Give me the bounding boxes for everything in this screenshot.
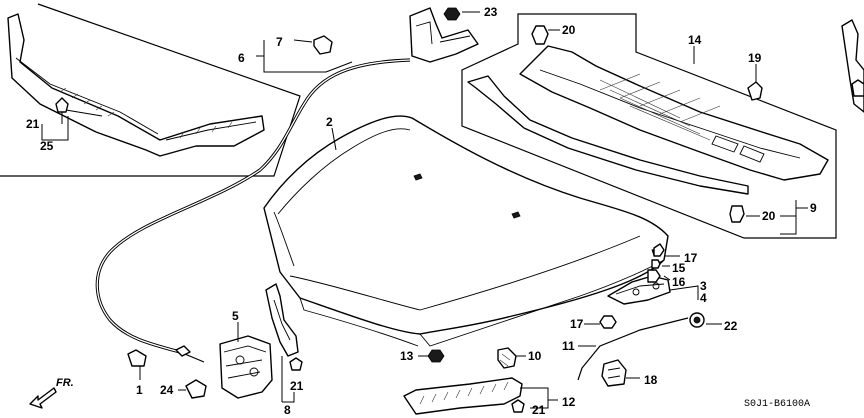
cowl-top-cover	[519, 45, 829, 181]
callout-11: 11	[562, 339, 575, 353]
callout-10: 10	[528, 349, 542, 363]
front-arrow-icon	[29, 387, 57, 409]
callout-18: 18	[644, 373, 658, 387]
hood-release-cable	[95, 7, 480, 363]
callout-12: 12	[562, 395, 576, 409]
callout-13: 13	[400, 349, 414, 363]
lower-trim-12	[403, 377, 558, 415]
clip-20-bottom	[729, 205, 745, 223]
callout-15: 15	[672, 261, 686, 275]
callout-17-lower: 17	[570, 317, 584, 331]
callout-9: 9	[810, 201, 817, 215]
callout-21-rod: 21	[290, 379, 304, 393]
callout-23: 23	[484, 5, 498, 19]
callout-24: 24	[160, 383, 174, 397]
support-rod-11	[577, 312, 722, 387]
cable-clip-7	[313, 35, 333, 55]
callout-20-bottom: 20	[762, 209, 776, 223]
cable-handle-bracket	[409, 7, 479, 63]
right-inset-group	[461, 13, 837, 239]
callout-7: 7	[276, 35, 283, 49]
right-side-trim-partial	[841, 19, 864, 113]
right-edge-clip	[851, 79, 864, 97]
clip-1	[127, 349, 147, 367]
cowl-side-trim-strip	[7, 13, 265, 157]
hood-panel	[263, 115, 669, 347]
clip-21-rod	[289, 357, 303, 371]
callout-6: 6	[238, 51, 245, 65]
callout-5: 5	[232, 309, 239, 323]
bolt-17-lower	[599, 315, 617, 329]
callout-1: 1	[136, 383, 143, 397]
front-direction-label: FR.	[56, 377, 74, 389]
bolt-24	[185, 379, 207, 399]
hinge-bolt-16	[647, 269, 661, 283]
clip-19	[747, 81, 763, 101]
hood-latch	[219, 322, 273, 399]
holder-18	[601, 359, 627, 387]
callout-25: 25	[40, 139, 54, 153]
diagram-code: S0J1-B6100A	[744, 399, 810, 410]
callout-21-bottom: 21	[532, 403, 546, 417]
callout-22: 22	[724, 319, 738, 333]
callout-8: 8	[284, 403, 291, 417]
nut-13	[427, 349, 445, 363]
right-inset-border	[461, 13, 837, 239]
trim-clip-21-left	[55, 97, 69, 113]
callout-20-top: 20	[562, 23, 576, 37]
callout-4: 4	[700, 291, 707, 305]
callout-2: 2	[326, 115, 333, 129]
lower-trim-strip	[403, 377, 523, 415]
hood-support-rod	[265, 283, 303, 403]
callout-19: 19	[748, 51, 762, 65]
rod-11-wire	[577, 317, 689, 381]
clip-20-top	[531, 25, 549, 45]
callout-16: 16	[672, 275, 686, 289]
hood-seal-strip	[467, 75, 749, 195]
latch-body	[219, 335, 273, 399]
hinge-bolt-15	[651, 259, 661, 269]
callout-21-left: 21	[26, 117, 40, 131]
clip-21-trim	[511, 399, 525, 413]
rod-bracket	[265, 283, 299, 357]
callout-17-hinge: 17	[684, 251, 698, 265]
hinge-bolt-17	[653, 243, 665, 257]
callout-3: 3	[700, 279, 707, 293]
hood-hinge	[607, 243, 699, 305]
front-direction-arrow: FR.	[29, 377, 74, 409]
bolt-23	[443, 7, 461, 21]
callout-14: 14	[688, 33, 702, 47]
